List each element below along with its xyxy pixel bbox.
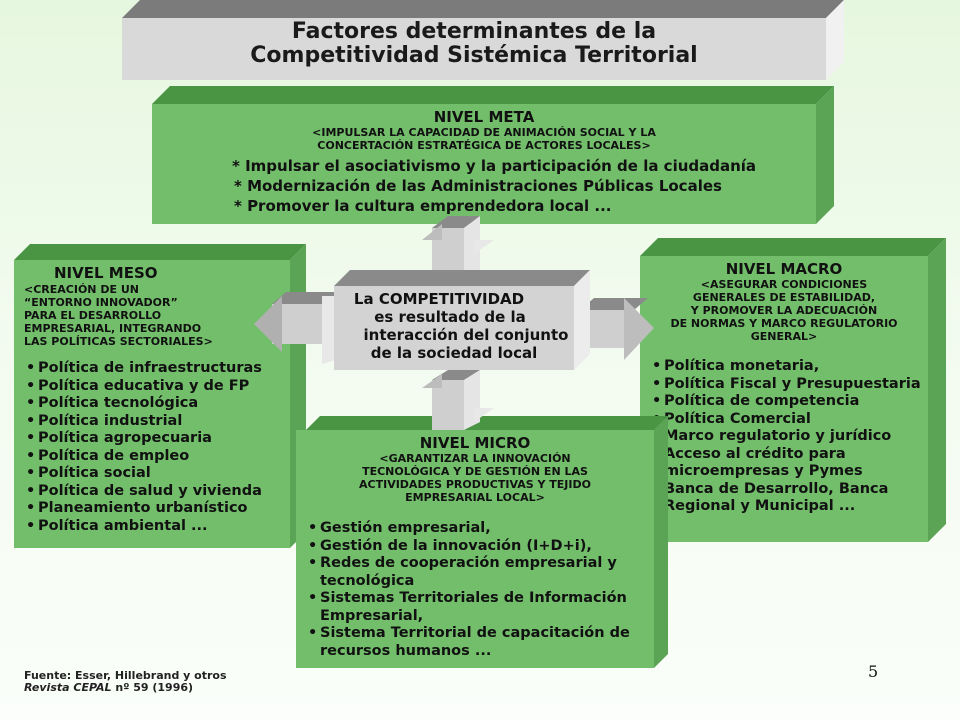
footer-issue: nº 59 (1996)	[111, 681, 194, 694]
meta-items: * Impulsar el asociativismo y la partici…	[232, 156, 756, 216]
meso-item: Política de infraestructuras	[24, 360, 294, 378]
title-line-1: Factores determinantes de la	[291, 19, 657, 44]
macro-heading: NIVEL MACRO	[725, 260, 843, 278]
micro-item: Sistemas Territoriales de Información Em…	[306, 590, 646, 625]
micro-level-box: NIVEL MICRO <GARANTIZAR LA INNOVACIÓN TE…	[296, 416, 668, 668]
meta-box-shape	[152, 86, 834, 224]
meso-level-box: NIVEL MESO <CREACIÓN DE UN “ENTORNO INNO…	[14, 244, 306, 548]
micro-item: Redes de cooperación empresarial y tecno…	[306, 555, 646, 590]
macro-item: Política de competencia	[650, 393, 922, 411]
micro-heading: NIVEL MICRO	[419, 434, 531, 452]
macro-item: Banca de Desarrollo, Banca Regional y Mu…	[650, 481, 922, 516]
footer-source: Fuente: Esser, Hillebrand y otros Revist…	[24, 670, 227, 694]
macro-item: Marco regulatorio y jurídico	[650, 428, 922, 446]
micro-sub-line: ACTIVIDADES PRODUCTIVAS Y TEJIDO	[359, 478, 591, 491]
meso-item: Planeamiento urbanístico	[24, 500, 294, 518]
meso-item: Política industrial	[24, 413, 294, 431]
page-number: 5	[868, 662, 879, 681]
macro-item: Política Fiscal y Presupuestaria	[650, 376, 922, 394]
micro-item: Sistema Territorial de capacitación de r…	[306, 625, 646, 660]
double-arrow-up-icon	[420, 214, 496, 276]
micro-sub-line: EMPRESARIAL LOCAL>	[405, 491, 545, 504]
meso-item: Política ambiental ...	[24, 518, 294, 536]
title-line-2: Competitividad Sistémica Territorial	[250, 43, 698, 68]
macro-list: Política monetaria, Política Fiscal y Pr…	[650, 358, 922, 516]
macro-sub-line: Y PROMOVER LA ADECUACIÓN	[690, 304, 878, 317]
meso-sub: <CREACIÓN DE UN “ENTORNO INNOVADOR” PARA…	[24, 283, 213, 348]
footer-journal-line: Revista CEPAL nº 59 (1996)	[24, 682, 227, 694]
meso-sub-line: PARA EL DESARROLLO	[24, 309, 162, 322]
meta-item: * Impulsar el asociativismo y la partici…	[232, 157, 757, 175]
micro-item: Gestión de la innovación (I+D+i),	[306, 538, 646, 556]
meso-heading: NIVEL MESO	[54, 264, 158, 282]
double-arrow-left-icon	[252, 288, 344, 368]
center-box: La COMPETITIVIDAD es resultado de la int…	[334, 270, 590, 370]
center-line: La COMPETITIVIDAD	[353, 290, 525, 308]
macro-level-box: NIVEL MACRO <ASEGURAR CONDICIONES GENERA…	[640, 238, 946, 542]
meso-item: Política educativa y de FP	[24, 378, 294, 396]
micro-sub-line: TECNOLÓGICA Y DE GESTIÓN EN LAS	[362, 465, 588, 478]
macro-sub-line: <ASEGURAR CONDICIONES	[700, 278, 868, 291]
macro-item: Política Comercial	[650, 411, 922, 429]
meso-sub-line: LAS POLÍTICAS SECTORIALES>	[24, 335, 213, 348]
center-line: es resultado de la	[374, 308, 526, 326]
title-box-shape	[122, 0, 844, 80]
title-box: Factores determinantes de la Competitivi…	[122, 0, 844, 80]
micro-item: Gestión empresarial,	[306, 520, 646, 538]
meta-heading: NIVEL META	[433, 108, 535, 126]
meta-level-box: NIVEL META <IMPULSAR LA CAPACIDAD DE ANI…	[152, 86, 834, 226]
macro-sub-line: DE NORMAS Y MARCO REGULATORIO	[670, 317, 898, 330]
double-arrow-down-icon	[420, 368, 496, 430]
micro-sub: <GARANTIZAR LA INNOVACIÓN TECNOLÓGICA Y …	[296, 452, 654, 504]
macro-sub-line: GENERALES DE ESTABILIDAD,	[692, 291, 876, 304]
meta-sub-2: CONCERTACIÓN ESTRATÉGICA DE ACTORES LOCA…	[317, 139, 651, 152]
macro-sub: <ASEGURAR CONDICIONES GENERALES DE ESTAB…	[640, 278, 928, 343]
footer-source-line: Fuente: Esser, Hillebrand y otros	[24, 669, 227, 682]
macro-item: Política monetaria,	[650, 358, 922, 376]
footer-journal: Revista CEPAL	[24, 681, 112, 694]
macro-sub-line: GENERAL>	[750, 330, 818, 343]
center-line: de la sociedad local	[370, 344, 538, 362]
center-text: La COMPETITIVIDAD es resultado de la int…	[334, 290, 574, 362]
meta-item: * Promover la cultura emprendedora local…	[234, 197, 612, 215]
meso-sub-line: “ENTORNO INNOVADOR”	[24, 296, 178, 309]
micro-sub-line: <GARANTIZAR LA INNOVACIÓN	[379, 452, 571, 465]
meso-item: Política tecnológica	[24, 395, 294, 413]
meso-item: Política agropecuaria	[24, 430, 294, 448]
meso-item: Política de salud y vivienda	[24, 483, 294, 501]
meso-item: Política de empleo	[24, 448, 294, 466]
meta-item: * Modernización de las Administraciones …	[234, 177, 722, 195]
meta-sub-1: <IMPULSAR LA CAPACIDAD DE ANIMACIÓN SOCI…	[312, 126, 656, 139]
center-box-shape	[334, 270, 590, 370]
macro-item: Acceso al crédito para microempresas y P…	[650, 446, 922, 481]
meso-sub-line: <CREACIÓN DE UN	[24, 283, 139, 296]
micro-list: Gestión empresarial, Gestión de la innov…	[306, 520, 646, 660]
meso-list: Política de infraestructuras Política ed…	[24, 360, 294, 535]
meso-item: Política social	[24, 465, 294, 483]
meso-sub-line: EMPRESARIAL, INTEGRANDO	[24, 322, 202, 335]
center-line: interacción del conjunto	[363, 326, 569, 344]
